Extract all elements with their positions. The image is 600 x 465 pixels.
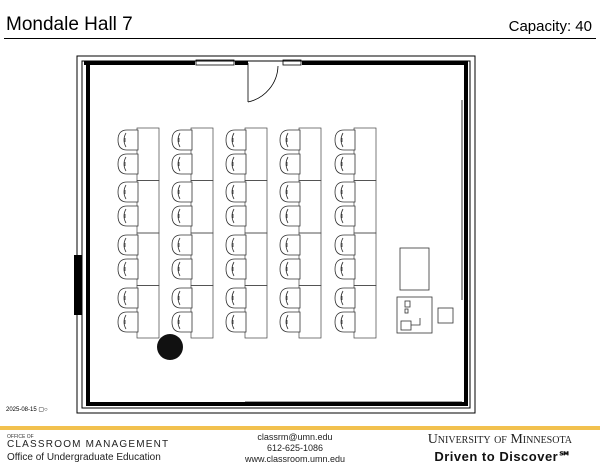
- chair: [334, 205, 356, 227]
- chair: [171, 181, 193, 203]
- table: [353, 127, 377, 181]
- chair: [117, 287, 139, 309]
- chair: [334, 234, 356, 256]
- chair: [171, 234, 193, 256]
- office-ue-label: Office of Undergraduate Education: [7, 452, 161, 463]
- chair: [117, 205, 139, 227]
- chair: [171, 311, 193, 333]
- chair: [334, 311, 356, 333]
- chair: [279, 311, 301, 333]
- chair: [117, 129, 139, 151]
- table: [190, 232, 214, 286]
- chair: [334, 181, 356, 203]
- chair: [171, 205, 193, 227]
- chair: [117, 258, 139, 280]
- office-of-label: OFFICE OF: [7, 434, 34, 440]
- chair: [225, 205, 247, 227]
- table: [244, 180, 268, 234]
- email-link[interactable]: classrm@umn.edu: [257, 432, 333, 442]
- chair: [279, 181, 301, 203]
- table: [244, 127, 268, 181]
- chair: [225, 287, 247, 309]
- date-stamp: 2025-08-15 ▢○: [6, 407, 48, 413]
- table: [136, 127, 160, 181]
- table: [136, 232, 160, 286]
- chair: [225, 234, 247, 256]
- chair: [334, 129, 356, 151]
- table: [136, 180, 160, 234]
- chair: [225, 181, 247, 203]
- chair: [171, 129, 193, 151]
- chair: [225, 311, 247, 333]
- table: [353, 285, 377, 339]
- chair: [279, 287, 301, 309]
- table: [244, 285, 268, 339]
- trash-bin: [157, 334, 183, 360]
- chair: [171, 153, 193, 175]
- table: [298, 285, 322, 339]
- projector-table: [399, 247, 430, 291]
- table: [190, 127, 214, 181]
- chair: [279, 129, 301, 151]
- table: [190, 180, 214, 234]
- tagline: Driven to Discover℠: [434, 449, 572, 464]
- classroom-management-label: CLASSROOM MANAGEMENT: [7, 439, 170, 450]
- footer-divider: [0, 426, 600, 430]
- phone-text: 612-625-1086: [266, 443, 324, 453]
- chair: [171, 258, 193, 280]
- chair: [117, 181, 139, 203]
- chair: [225, 153, 247, 175]
- floor-plan: [74, 55, 476, 414]
- table: [190, 285, 214, 339]
- chair: [117, 153, 139, 175]
- chair: [279, 234, 301, 256]
- chair: [334, 287, 356, 309]
- instructor-chair: [437, 307, 454, 324]
- table: [298, 232, 322, 286]
- chair: [279, 153, 301, 175]
- chair: [334, 258, 356, 280]
- chair: [225, 129, 247, 151]
- website-link[interactable]: www.classroom.umn.edu: [244, 454, 346, 464]
- page-title: Mondale Hall 7: [6, 14, 133, 35]
- instructor-station: [396, 296, 433, 334]
- chair: [334, 153, 356, 175]
- chair: [225, 258, 247, 280]
- lectern: [396, 247, 454, 334]
- room-walls: [74, 55, 476, 414]
- table: [353, 232, 377, 286]
- chair: [171, 287, 193, 309]
- chair: [117, 311, 139, 333]
- capacity-label: Capacity: 40: [508, 18, 592, 35]
- header-divider: [4, 38, 596, 39]
- table: [298, 180, 322, 234]
- chair: [117, 234, 139, 256]
- university-logo: University of Minnesota: [427, 432, 572, 447]
- table: [136, 285, 160, 339]
- table: [244, 232, 268, 286]
- table: [298, 127, 322, 181]
- chair: [279, 205, 301, 227]
- chair: [279, 258, 301, 280]
- table: [353, 180, 377, 234]
